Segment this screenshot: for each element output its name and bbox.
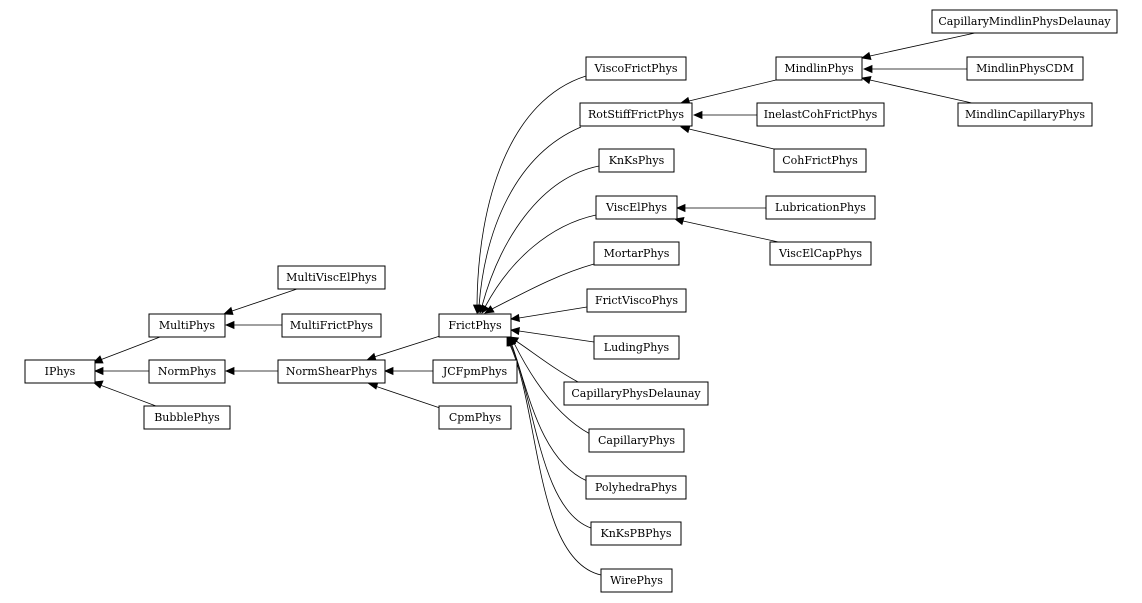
- node-label-mindlinphyscdm: MindlinPhysCDM: [976, 62, 1074, 75]
- node-ludingphys[interactable]: LudingPhys: [593, 335, 680, 360]
- node-capillaryphys[interactable]: CapillaryPhys: [588, 428, 685, 453]
- node-viscelcapphys[interactable]: ViscElCapPhys: [769, 241, 872, 266]
- node-label-frictphys: FrictPhys: [448, 319, 502, 332]
- node-label-normphys: NormPhys: [158, 365, 217, 378]
- node-label-lubricationphys: LubricationPhys: [775, 201, 866, 214]
- node-label-mortarphys: MortarPhys: [604, 247, 670, 260]
- node-viscelphys[interactable]: ViscElPhys: [595, 195, 678, 220]
- edge-lubricationphys-viscelphys: [676, 203, 766, 213]
- node-frictviscophys[interactable]: FrictViscoPhys: [586, 288, 687, 313]
- node-label-polyhedraphys: PolyhedraPhys: [595, 481, 677, 494]
- node-mindlinphyscdm[interactable]: MindlinPhysCDM: [966, 56, 1084, 81]
- node-mindlincapillaryphys[interactable]: MindlinCapillaryPhys: [957, 102, 1093, 127]
- node-label-jcfpmphys: JCFpmPhys: [442, 365, 508, 378]
- edge-knksphys-frictphys: [477, 165, 600, 314]
- edge-cpmphys-normshearphys: [366, 381, 441, 409]
- node-lubricationphys[interactable]: LubricationPhys: [765, 195, 876, 220]
- node-multifrictphys[interactable]: MultiFrictPhys: [281, 313, 382, 338]
- node-knksphys[interactable]: KnKsPhys: [598, 148, 675, 173]
- node-label-capillaryphys: CapillaryPhys: [598, 434, 675, 447]
- node-label-rotstifffrictphys: RotStiffFrictPhys: [588, 108, 684, 121]
- edge-jcfpmphys-normshearphys: [384, 366, 433, 376]
- node-label-cpmphys: CpmPhys: [449, 411, 502, 424]
- edge-bubblephys-iphys: [92, 380, 157, 407]
- edge-mindlinphys-rotstifffrictphys: [680, 79, 777, 105]
- node-capillarymindlinphysdelaunay[interactable]: CapillaryMindlinPhysDelaunay: [931, 9, 1118, 34]
- node-label-multifrictphys: MultiFrictPhys: [290, 319, 373, 332]
- edge-ludingphys-frictphys: [510, 326, 595, 343]
- node-label-capillaryphysdelaunay: CapillaryPhysDelaunay: [571, 387, 701, 400]
- node-iphys[interactable]: IPhys: [24, 359, 96, 384]
- node-rotstifffrictphys[interactable]: RotStiffFrictPhys: [579, 102, 693, 127]
- edge-multiphys-iphys: [92, 336, 161, 364]
- node-multiphys[interactable]: MultiPhys: [148, 313, 226, 338]
- edge-mindlincapillaryphys-mindlinphys: [861, 76, 973, 104]
- node-label-viscofrictphys: ViscoFrictPhys: [593, 62, 677, 75]
- edge-frictphys-normshearphys: [366, 335, 441, 361]
- edge-polyhedraphys-frictphys: [508, 336, 588, 482]
- node-capillaryphysdelaunay[interactable]: CapillaryPhysDelaunay: [563, 381, 709, 406]
- edge-frictviscophys-frictphys: [510, 306, 588, 323]
- node-wirephys[interactable]: WirePhys: [600, 568, 673, 593]
- node-label-ludingphys: LudingPhys: [604, 341, 670, 354]
- node-label-viscelcapphys: ViscElCapPhys: [778, 247, 862, 260]
- edge-capillarymindlinphysdelaunay-mindlinphys: [861, 32, 976, 60]
- node-jcfpmphys[interactable]: JCFpmPhys: [432, 359, 518, 384]
- edges: [92, 32, 976, 576]
- edge-normphys-iphys: [94, 366, 149, 376]
- node-label-frictviscophys: FrictViscoPhys: [595, 294, 678, 307]
- node-multiviscelphys[interactable]: MultiViscElPhys: [277, 265, 386, 290]
- node-label-mindlinphys: MindlinPhys: [784, 62, 854, 75]
- edge-mortarphys-frictphys: [484, 263, 595, 314]
- edge-multifrictphys-multiphys: [225, 320, 282, 330]
- edge-viscelcapphys-viscelphys: [674, 217, 784, 244]
- node-mortarphys[interactable]: MortarPhys: [593, 241, 680, 266]
- node-label-knkspbphys: KnKsPBPhys: [601, 527, 672, 540]
- node-bubblephys[interactable]: BubblePhys: [143, 405, 231, 430]
- edge-cohfrictphys-rotstifffrictphys: [680, 125, 775, 150]
- edge-wirephys-frictphys: [506, 336, 602, 576]
- edge-multiviscelphys-multiphys: [223, 288, 298, 315]
- node-mindlinphys[interactable]: MindlinPhys: [775, 56, 863, 81]
- node-label-inelastcohfrictphys: InelastCohFrictPhys: [764, 108, 878, 121]
- node-label-multiphys: MultiPhys: [159, 319, 216, 332]
- node-label-knksphys: KnKsPhys: [609, 154, 665, 167]
- node-label-normshearphys: NormShearPhys: [286, 365, 378, 378]
- edge-rotstifffrictphys-frictphys: [474, 126, 582, 314]
- node-label-bubblephys: BubblePhys: [154, 411, 220, 424]
- edge-viscelphys-frictphys: [481, 214, 597, 314]
- edge-normshearphys-normphys: [225, 366, 278, 376]
- edge-mindlinphyscdm-mindlinphys: [863, 64, 967, 74]
- node-label-iphys: IPhys: [45, 365, 76, 378]
- node-inelastcohfrictphys[interactable]: InelastCohFrictPhys: [756, 102, 885, 127]
- node-label-mindlincapillaryphys: MindlinCapillaryPhys: [965, 108, 1085, 121]
- node-label-wirephys: WirePhys: [610, 574, 663, 587]
- node-label-cohfrictphys: CohFrictPhys: [782, 154, 858, 167]
- node-cohfrictphys[interactable]: CohFrictPhys: [773, 148, 867, 173]
- node-normshearphys[interactable]: NormShearPhys: [277, 359, 386, 384]
- edge-inelastcohfrictphys-rotstifffrictphys: [693, 110, 757, 120]
- node-label-capillarymindlinphysdelaunay: CapillaryMindlinPhysDelaunay: [938, 15, 1111, 28]
- node-cpmphys[interactable]: CpmPhys: [438, 405, 512, 430]
- node-knkspbphys[interactable]: KnKsPBPhys: [590, 521, 682, 546]
- node-label-viscelphys: ViscElPhys: [605, 201, 667, 214]
- edge-knkspbphys-frictphys: [507, 336, 592, 529]
- edge-viscofrictphys-frictphys: [472, 75, 587, 314]
- node-polyhedraphys[interactable]: PolyhedraPhys: [585, 475, 687, 500]
- nodes: IPhys MultiPhys NormPhys BubblePhys Mult…: [24, 9, 1118, 593]
- node-label-multiviscelphys: MultiViscElPhys: [286, 271, 377, 284]
- node-viscofrictphys[interactable]: ViscoFrictPhys: [585, 56, 687, 81]
- node-normphys[interactable]: NormPhys: [148, 359, 226, 384]
- node-frictphys[interactable]: FrictPhys: [438, 313, 512, 338]
